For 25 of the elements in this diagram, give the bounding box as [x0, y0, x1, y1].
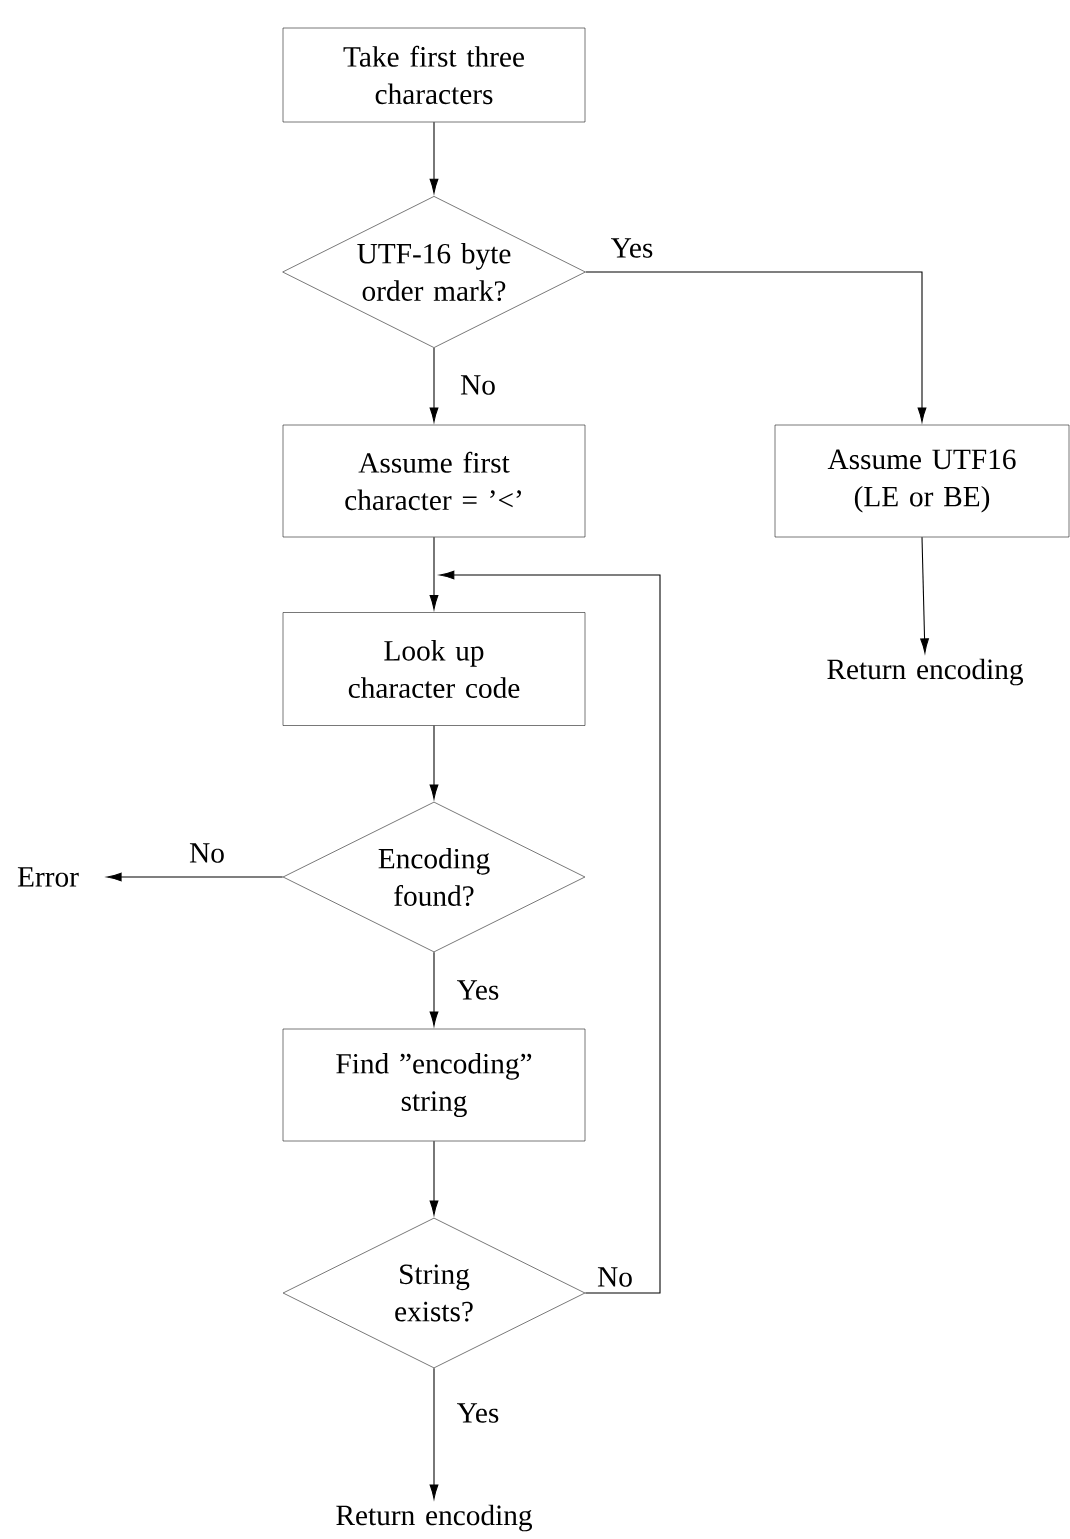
process-box: Look up character code [282, 612, 586, 726]
arrow [429, 951, 439, 1027]
arrow [585, 271, 927, 423]
terminal-text: Return encoding [336, 1504, 533, 1532]
edge-label: No [189, 843, 224, 863]
terminal-text: Error [17, 867, 79, 887]
edge-label: Yes [611, 238, 653, 258]
edge-label: No [597, 1267, 632, 1287]
process-box: Assume UTF16 (LE or BE) [774, 424, 1070, 538]
terminal-text: Return encoding [827, 658, 1024, 686]
process-box: Take first three characters [282, 27, 586, 123]
edge-label: Yes [457, 980, 499, 1000]
arrow [439, 570, 661, 1294]
arrow [429, 1367, 439, 1500]
arrow [429, 536, 439, 610]
arrow [106, 872, 284, 882]
arrow [429, 725, 439, 800]
arrow [429, 121, 439, 194]
arrow [429, 1140, 439, 1216]
edge-label: Yes [457, 1403, 499, 1423]
process-box: Assume first character = ’<’ [282, 424, 586, 538]
edge-label: No [460, 375, 495, 395]
arrow [920, 536, 929, 654]
arrow [429, 347, 439, 423]
process-box: Find ”encoding” string [282, 1028, 586, 1142]
